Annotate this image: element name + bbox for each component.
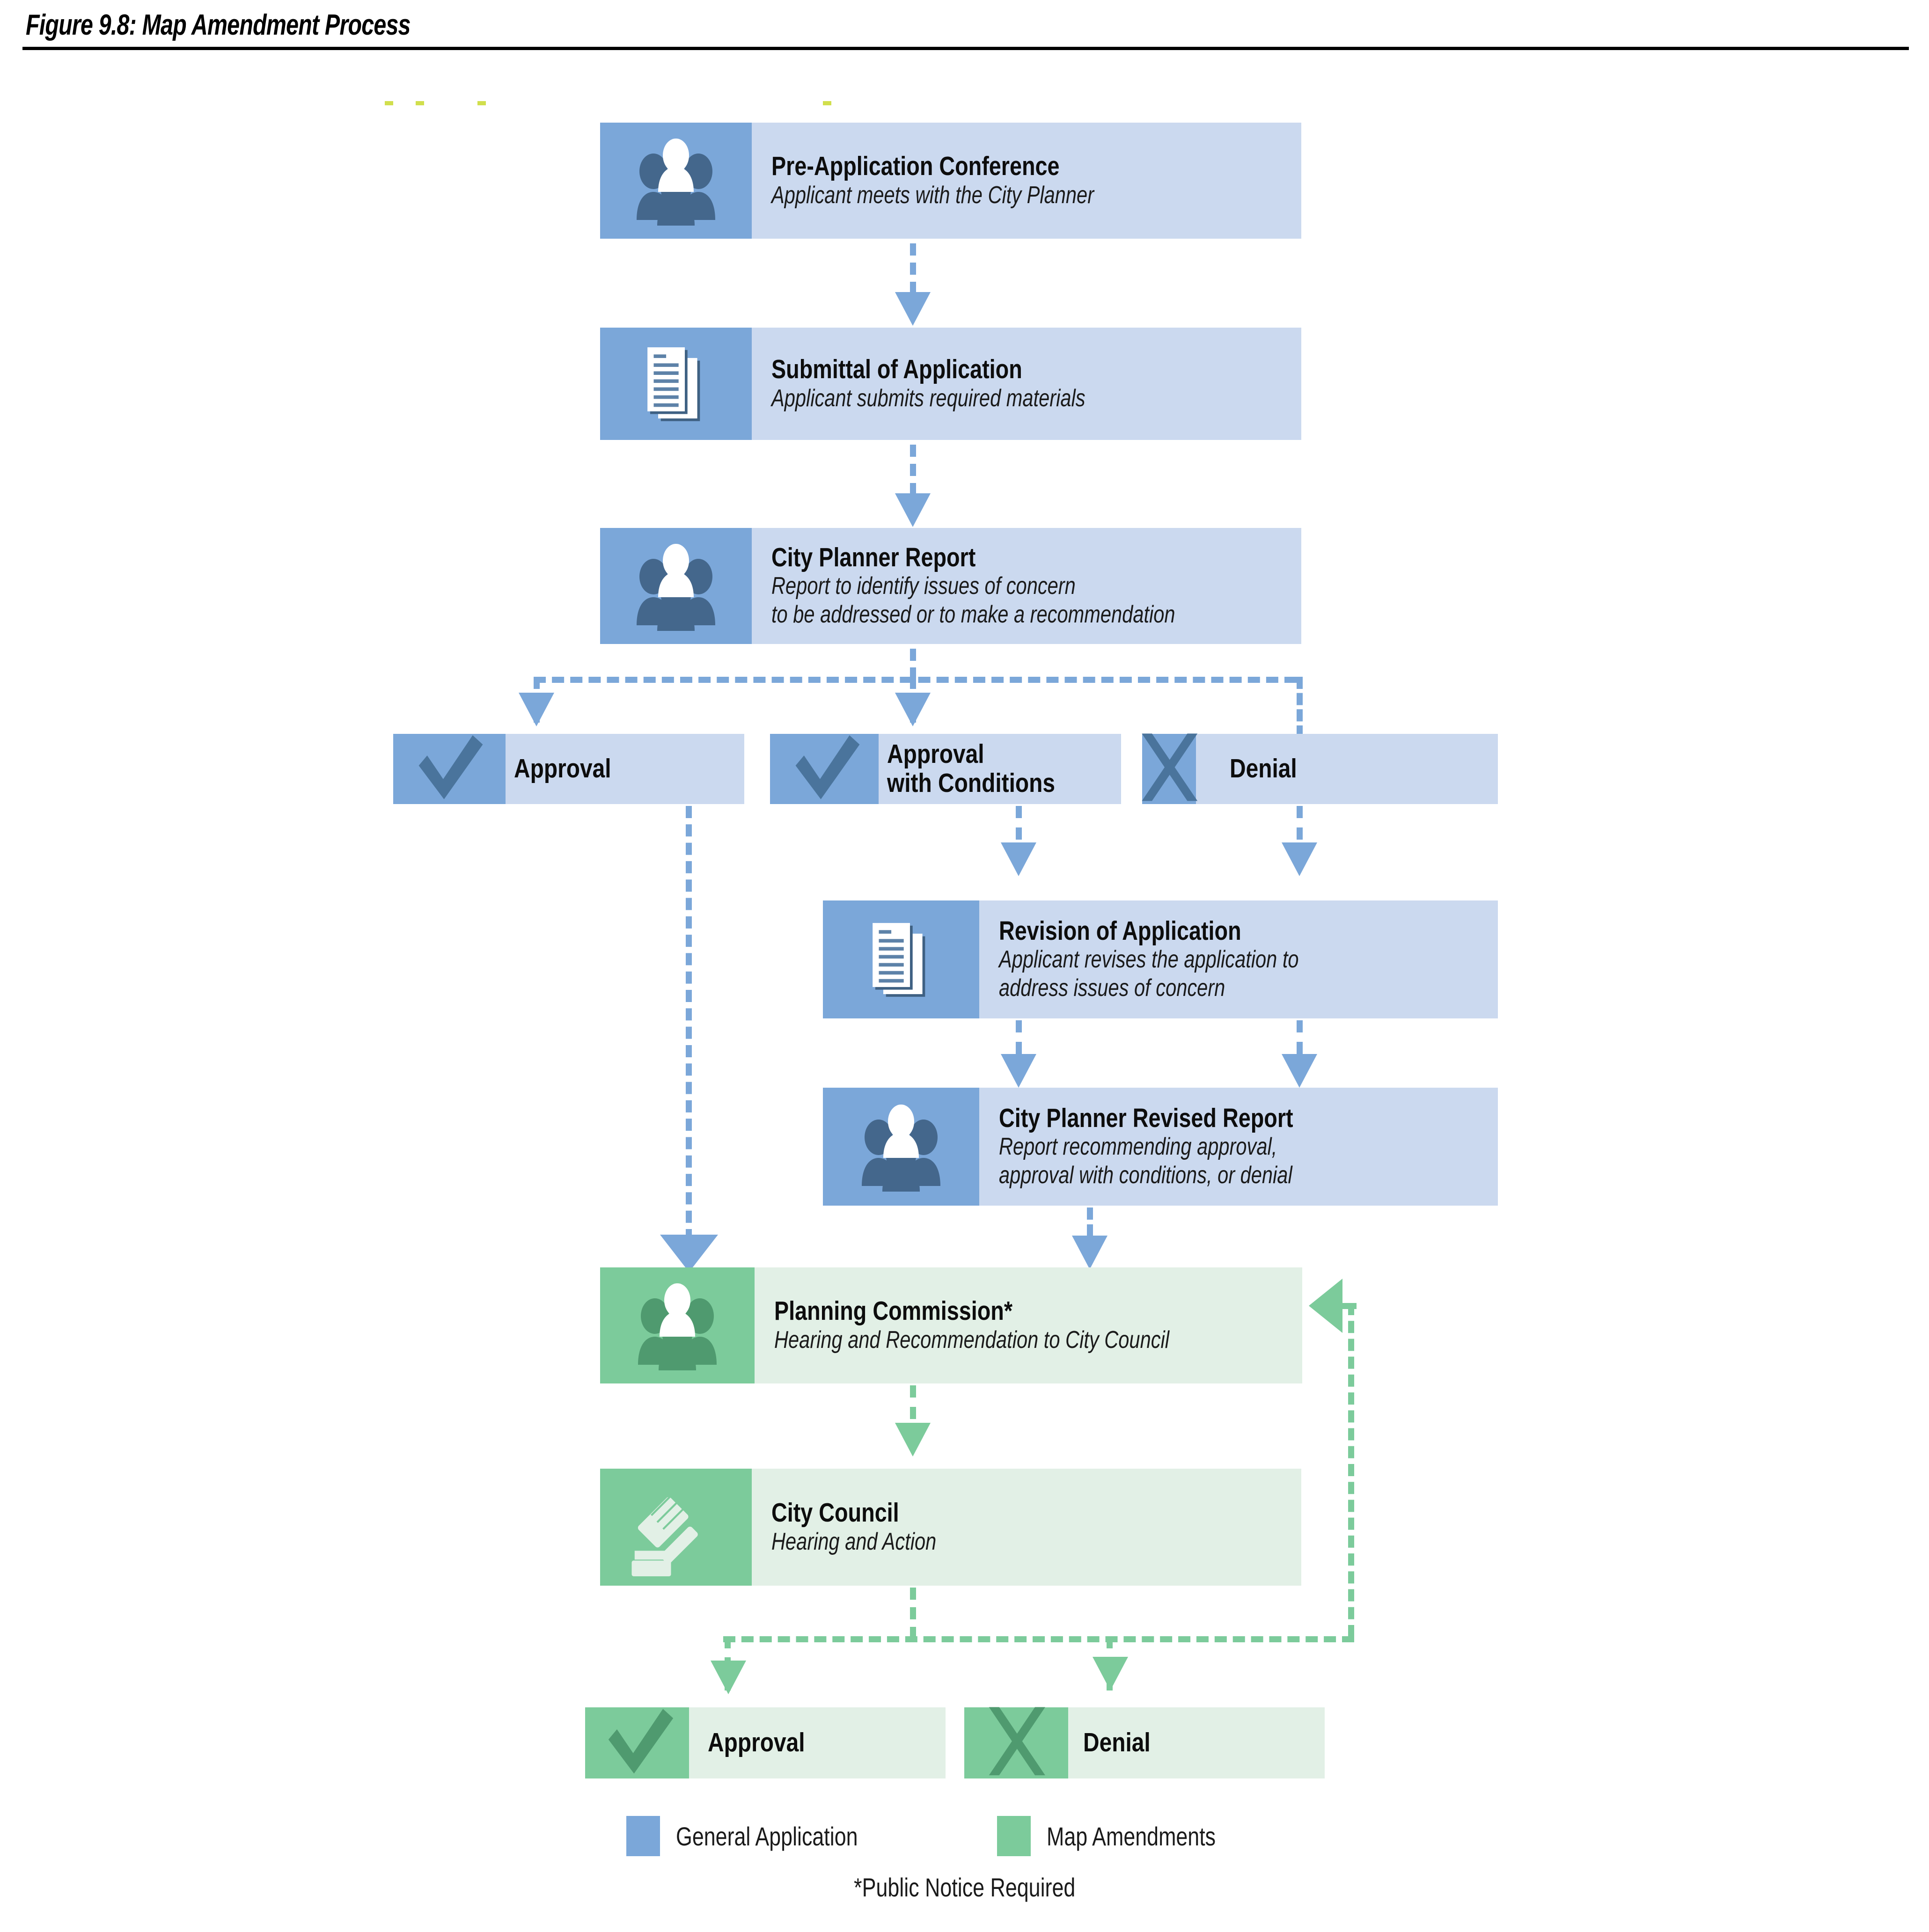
people-icon (600, 528, 752, 644)
node-subtitle-line: Report to identify issues of concern (771, 572, 1076, 600)
connector-report-stem (910, 649, 916, 680)
arrow-down-icon (711, 1661, 746, 1694)
node-subtitle-line: Applicant meets with the City Planner (771, 181, 1094, 209)
node-label: Approval with Conditions (879, 734, 1121, 804)
people-icon (600, 123, 752, 239)
node-label: Denial (1068, 1707, 1325, 1778)
documents-icon (600, 328, 752, 440)
arrow-down-icon (1282, 1054, 1317, 1088)
node-subtitle-line: address issues of concern (999, 974, 1225, 1002)
node-label: Approval (689, 1707, 946, 1778)
node-subtitle-line: Applicant submits required materials (771, 384, 1086, 412)
arrow-down-icon (519, 693, 554, 726)
check-icon (770, 734, 879, 804)
node-approval-with-conditions[interactable]: Approval with Conditions (770, 734, 1121, 804)
node-subtitle-line: Hearing and Action (771, 1528, 937, 1555)
header-divider (22, 47, 1909, 50)
figure-header: Figure 9.8: Map Amendment Process (0, 0, 1929, 55)
node-subtitle-line: Report recommending approval, (999, 1133, 1277, 1161)
arrow-down-icon (895, 493, 931, 527)
marker-artifact (823, 101, 831, 105)
x-icon (964, 1707, 1068, 1778)
node-title: Pre-Application Conference (771, 151, 1060, 182)
legend-label: General Application (676, 1821, 858, 1851)
legend-item-general-application: General Application (626, 1816, 903, 1856)
node-approval-2[interactable]: Approval (585, 1707, 946, 1778)
page-title: Figure 9.8: Map Amendment Process (26, 9, 411, 41)
node-city-council[interactable]: City Council Hearing and Action (600, 1469, 1301, 1586)
node-title: Submittal of Application (771, 354, 1022, 385)
node-denial-2[interactable]: Denial (964, 1707, 1325, 1778)
arrow-down-icon (1001, 1054, 1036, 1088)
node-pre-application-conference[interactable]: Pre-Application Conference Applicant mee… (600, 123, 1301, 239)
node-text: Planning Commission* Hearing and Recomme… (755, 1267, 1302, 1383)
arrow-down-icon (1093, 1657, 1128, 1690)
node-city-planner-revised-report[interactable]: City Planner Revised Report Report recom… (823, 1088, 1498, 1206)
decision-label-line: Denial (1230, 754, 1297, 784)
marker-artifact (416, 101, 424, 105)
arrow-down-icon (895, 693, 931, 726)
node-title: Planning Commission* (774, 1296, 1013, 1326)
connector-city-council-stem (910, 1588, 916, 1639)
connector-city-council-bus (723, 1636, 1354, 1642)
node-city-planner-report[interactable]: City Planner Report Report to identify i… (600, 528, 1301, 644)
decision-label-line: Approval (708, 1727, 805, 1758)
node-subtitle-line: Hearing and Recommendation to City Counc… (774, 1326, 1169, 1354)
arrow-down-icon (1072, 1236, 1108, 1269)
legend-item-map-amendments: Map Amendments (997, 1816, 1258, 1856)
arrow-down-icon (1282, 842, 1317, 876)
decision-label-line: with Conditions (887, 768, 1056, 798)
node-text: City Planner Revised Report Report recom… (979, 1088, 1498, 1206)
decision-label-line: Approval (514, 754, 611, 784)
connector-submittal-to-report (910, 445, 916, 495)
node-subtitle-line: to be addressed or to make a recommendat… (771, 600, 1175, 628)
node-text: Submittal of Application Applicant submi… (752, 328, 1301, 440)
connector-approval-to-planning-commission (686, 806, 692, 1241)
check-icon (393, 734, 506, 804)
legend-label: Map Amendments (1047, 1821, 1216, 1851)
decision-label-line: Denial (1083, 1727, 1151, 1758)
node-submittal-of-application[interactable]: Submittal of Application Applicant submi… (600, 328, 1301, 440)
node-subtitle-line: Applicant revises the application to (999, 946, 1299, 973)
node-label: Denial (1196, 734, 1498, 804)
arrow-down-icon (660, 1235, 718, 1272)
node-denial-1[interactable]: Denial (1142, 733, 1498, 804)
node-revision-of-application[interactable]: Revision of Application Applicant revise… (823, 900, 1498, 1018)
legend-swatch (626, 1816, 660, 1856)
decision-label-line: Approval (887, 739, 984, 769)
node-subtitle-line: approval with conditions, or denial (999, 1161, 1292, 1189)
people-icon (600, 1267, 755, 1383)
arrow-down-icon (895, 1423, 931, 1456)
node-text: Revision of Application Applicant revise… (979, 900, 1498, 1018)
node-approval-1[interactable]: Approval (393, 734, 744, 804)
check-icon (585, 1707, 689, 1778)
arrow-down-icon (1001, 842, 1036, 876)
gavel-icon (600, 1469, 752, 1586)
node-title: City Planner Report (771, 542, 976, 572)
people-icon (823, 1088, 979, 1206)
connector-report-to-denial (1297, 677, 1303, 738)
x-icon (1142, 733, 1198, 804)
marker-artifact (385, 101, 393, 105)
node-text: City Planner Report Report to identify i… (752, 528, 1301, 644)
footnote-text: *Public Notice Required (853, 1873, 1076, 1902)
node-planning-commission[interactable]: Planning Commission* Hearing and Recomme… (600, 1267, 1302, 1383)
node-text: Pre-Application Conference Applicant mee… (752, 123, 1301, 239)
node-title: Revision of Application (999, 915, 1241, 946)
marker-artifact (477, 101, 486, 105)
node-text: City Council Hearing and Action (752, 1469, 1301, 1586)
node-title: City Council (771, 1498, 899, 1528)
legend-footnote: *Public Notice Required (0, 1872, 1929, 1903)
node-label: Approval (506, 734, 744, 804)
legend-swatch (997, 1816, 1031, 1856)
connector-feedback-riser (1348, 1303, 1354, 1637)
documents-icon (823, 900, 979, 1018)
node-title: City Planner Revised Report (999, 1103, 1293, 1133)
connector-preapp-to-submittal (910, 243, 916, 294)
arrow-down-icon (895, 292, 931, 326)
